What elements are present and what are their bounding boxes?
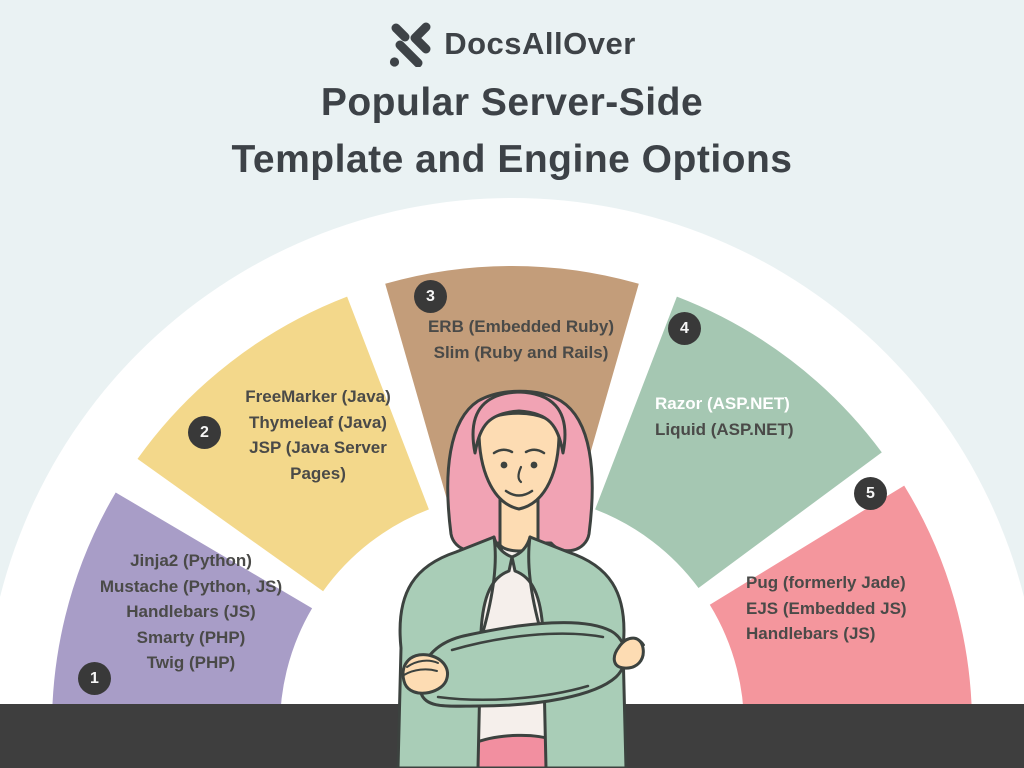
page-title: Popular Server-Side Template and Engine … <box>0 74 1024 188</box>
badge-number: 3 <box>426 287 435 305</box>
engine-item: Liquid (ASP.NET) <box>655 419 794 439</box>
segment-4-number-badge: 4 <box>668 312 701 345</box>
wedge-4-razor <box>595 296 882 588</box>
engine-item: Jinja2 (Python) <box>130 551 252 570</box>
engine-item: Pages) <box>290 463 346 483</box>
engine-item: Razor (ASP.NET) <box>655 394 790 413</box>
segment-1-label: Jinja2 (Python) Mustache (Python, JS) Hand… <box>85 548 297 676</box>
wedge-2-freemarker <box>137 296 429 592</box>
engine-item: Thymeleaf (Java) <box>249 412 387 432</box>
engine-item: ERB (Embedded Ruby) <box>427 317 615 336</box>
title-line-2: Template and Engine Options <box>231 138 793 181</box>
engine-item: JSP (Java Server <box>249 438 387 457</box>
segment-4-label: Razor (ASP.NET) Liquid (ASP.NET) <box>655 391 875 442</box>
badge-number: 4 <box>680 319 689 337</box>
badge-number: 2 <box>200 423 209 441</box>
title-line-1: Popular Server-Side <box>320 81 704 124</box>
segment-2-label: FreeMarker (Java) Thymeleaf (Java) JSP (Ja… <box>212 384 424 486</box>
segment-3-number-badge: 3 <box>414 280 447 313</box>
engine-item: Pug (formerly Jade) <box>746 573 906 592</box>
engine-item: Handlebars (JS) <box>126 602 256 621</box>
badge-number: 5 <box>866 484 875 502</box>
engine-item: Slim (Ruby and Rails) <box>433 342 609 362</box>
logo-text: DocsAllOver <box>444 26 636 61</box>
segment-1-number-badge: 1 <box>78 662 111 695</box>
engine-item: Mustache (Python, JS) <box>99 576 283 596</box>
segment-3-label: ERB (Embedded Ruby) Slim (Ruby and Rails) <box>398 314 644 365</box>
engine-item: Smarty (PHP) <box>136 627 246 647</box>
segment-5-label: Pug (formerly Jade) EJS (Embedded JS) Hand… <box>746 570 966 647</box>
badge-number: 1 <box>90 669 99 687</box>
engine-item: EJS (Embedded JS) <box>746 598 907 618</box>
docsallover-logo-icon <box>390 22 431 67</box>
engine-item: Handlebars (JS) <box>746 624 876 643</box>
engine-item: Twig (PHP) <box>146 653 236 672</box>
segment-2-number-badge: 2 <box>188 416 221 449</box>
wedge-5-pug <box>709 485 973 751</box>
logo: DocsAllOver <box>0 20 1024 68</box>
segment-5-number-badge: 5 <box>854 477 887 510</box>
engine-item: FreeMarker (Java) <box>245 387 391 406</box>
wedge-1-jinja2 <box>51 492 313 751</box>
bottom-bar <box>0 704 1024 768</box>
